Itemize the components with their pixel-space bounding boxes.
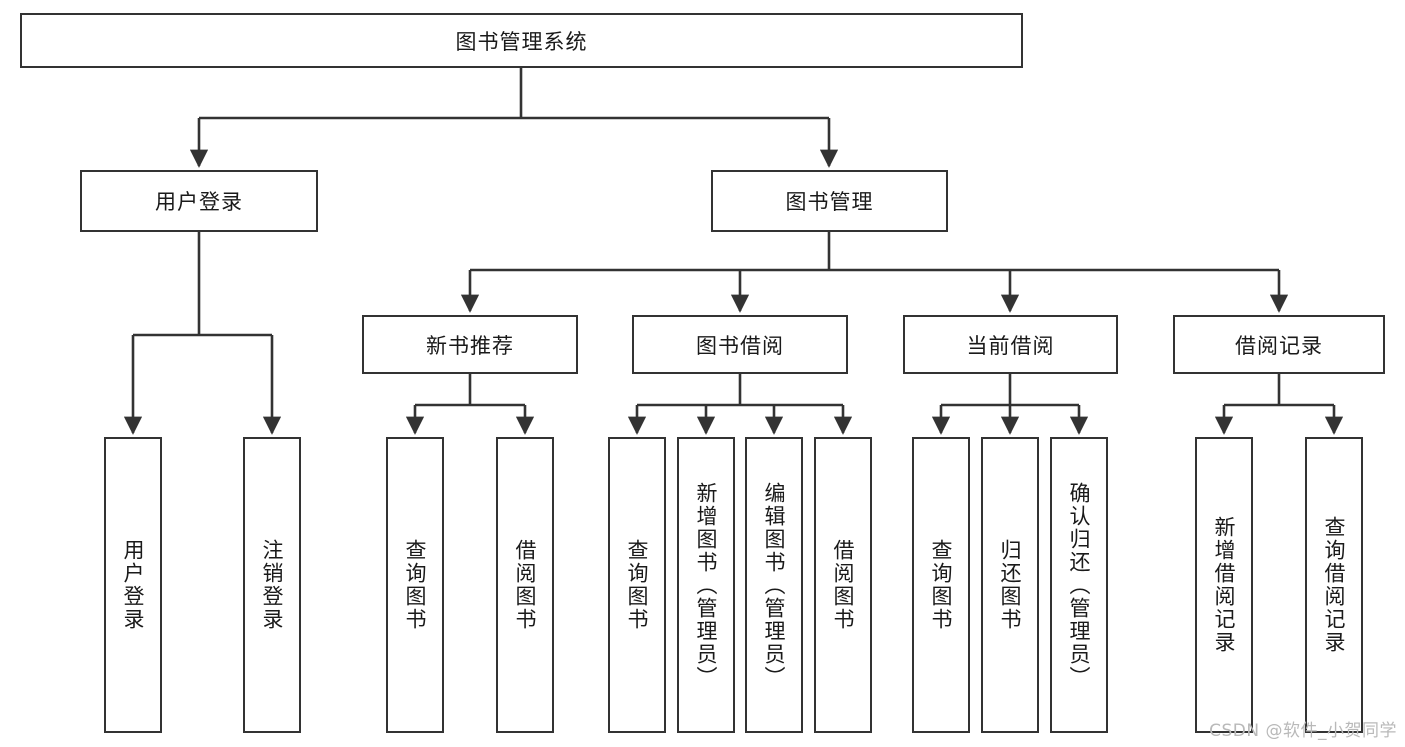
node-current-borrow-label: 当前借阅 — [966, 333, 1055, 358]
node-leaf-add-record-label: 新增借阅记录 — [1212, 516, 1237, 654]
node-borrow-record-label: 借阅记录 — [1235, 333, 1323, 358]
node-leaf-query-book-3[interactable]: 查询图书 — [912, 437, 970, 733]
node-book-borrow-label: 图书借阅 — [696, 333, 784, 358]
node-leaf-borrow-book-1-label: 借阅图书 — [513, 539, 538, 631]
node-leaf-confirm-return-label: 确认归还（管理员） — [1067, 481, 1092, 689]
node-leaf-logout-login[interactable]: 注销登录 — [243, 437, 301, 733]
node-current-borrow[interactable]: 当前借阅 — [903, 315, 1118, 374]
node-leaf-confirm-return[interactable]: 确认归还（管理员） — [1050, 437, 1108, 733]
node-leaf-query-book-3-label: 查询图书 — [929, 539, 954, 631]
node-leaf-edit-book[interactable]: 编辑图书（管理员） — [745, 437, 803, 733]
node-user-login-label: 用户登录 — [155, 190, 243, 214]
node-leaf-add-book-label: 新增图书（管理员） — [694, 481, 719, 689]
node-leaf-edit-book-label: 编辑图书（管理员） — [762, 481, 787, 689]
node-leaf-query-book-1-label: 查询图书 — [403, 539, 428, 631]
node-root[interactable]: 图书管理系统 — [20, 13, 1023, 68]
node-leaf-return-book-label: 归还图书 — [998, 539, 1023, 631]
node-leaf-query-record-label: 查询借阅记录 — [1322, 516, 1347, 654]
node-leaf-query-book-2[interactable]: 查询图书 — [608, 437, 666, 733]
node-leaf-user-login[interactable]: 用户登录 — [104, 437, 162, 733]
node-leaf-borrow-book-2-label: 借阅图书 — [831, 539, 856, 631]
node-new-book-recommend[interactable]: 新书推荐 — [362, 315, 578, 374]
node-user-login[interactable]: 用户登录 — [80, 170, 318, 232]
node-leaf-borrow-book-2[interactable]: 借阅图书 — [814, 437, 872, 733]
node-root-label: 图书管理系统 — [455, 29, 588, 54]
watermark: CSDN @软件_小贺同学 — [1209, 721, 1397, 741]
node-borrow-record[interactable]: 借阅记录 — [1173, 315, 1385, 374]
node-leaf-query-book-1[interactable]: 查询图书 — [386, 437, 444, 733]
node-book-borrow[interactable]: 图书借阅 — [632, 315, 848, 374]
node-new-book-recommend-label: 新书推荐 — [426, 333, 514, 358]
node-leaf-user-login-label: 用户登录 — [121, 539, 146, 631]
node-leaf-add-record[interactable]: 新增借阅记录 — [1195, 437, 1253, 733]
node-leaf-add-book[interactable]: 新增图书（管理员） — [677, 437, 735, 733]
node-leaf-query-book-2-label: 查询图书 — [625, 539, 650, 631]
node-book-manage[interactable]: 图书管理 — [711, 170, 948, 232]
node-leaf-return-book[interactable]: 归还图书 — [981, 437, 1039, 733]
node-book-manage-label: 图书管理 — [785, 190, 874, 214]
node-leaf-query-record[interactable]: 查询借阅记录 — [1305, 437, 1363, 733]
node-leaf-borrow-book-1[interactable]: 借阅图书 — [496, 437, 554, 733]
node-leaf-logout-login-label: 注销登录 — [260, 539, 285, 631]
